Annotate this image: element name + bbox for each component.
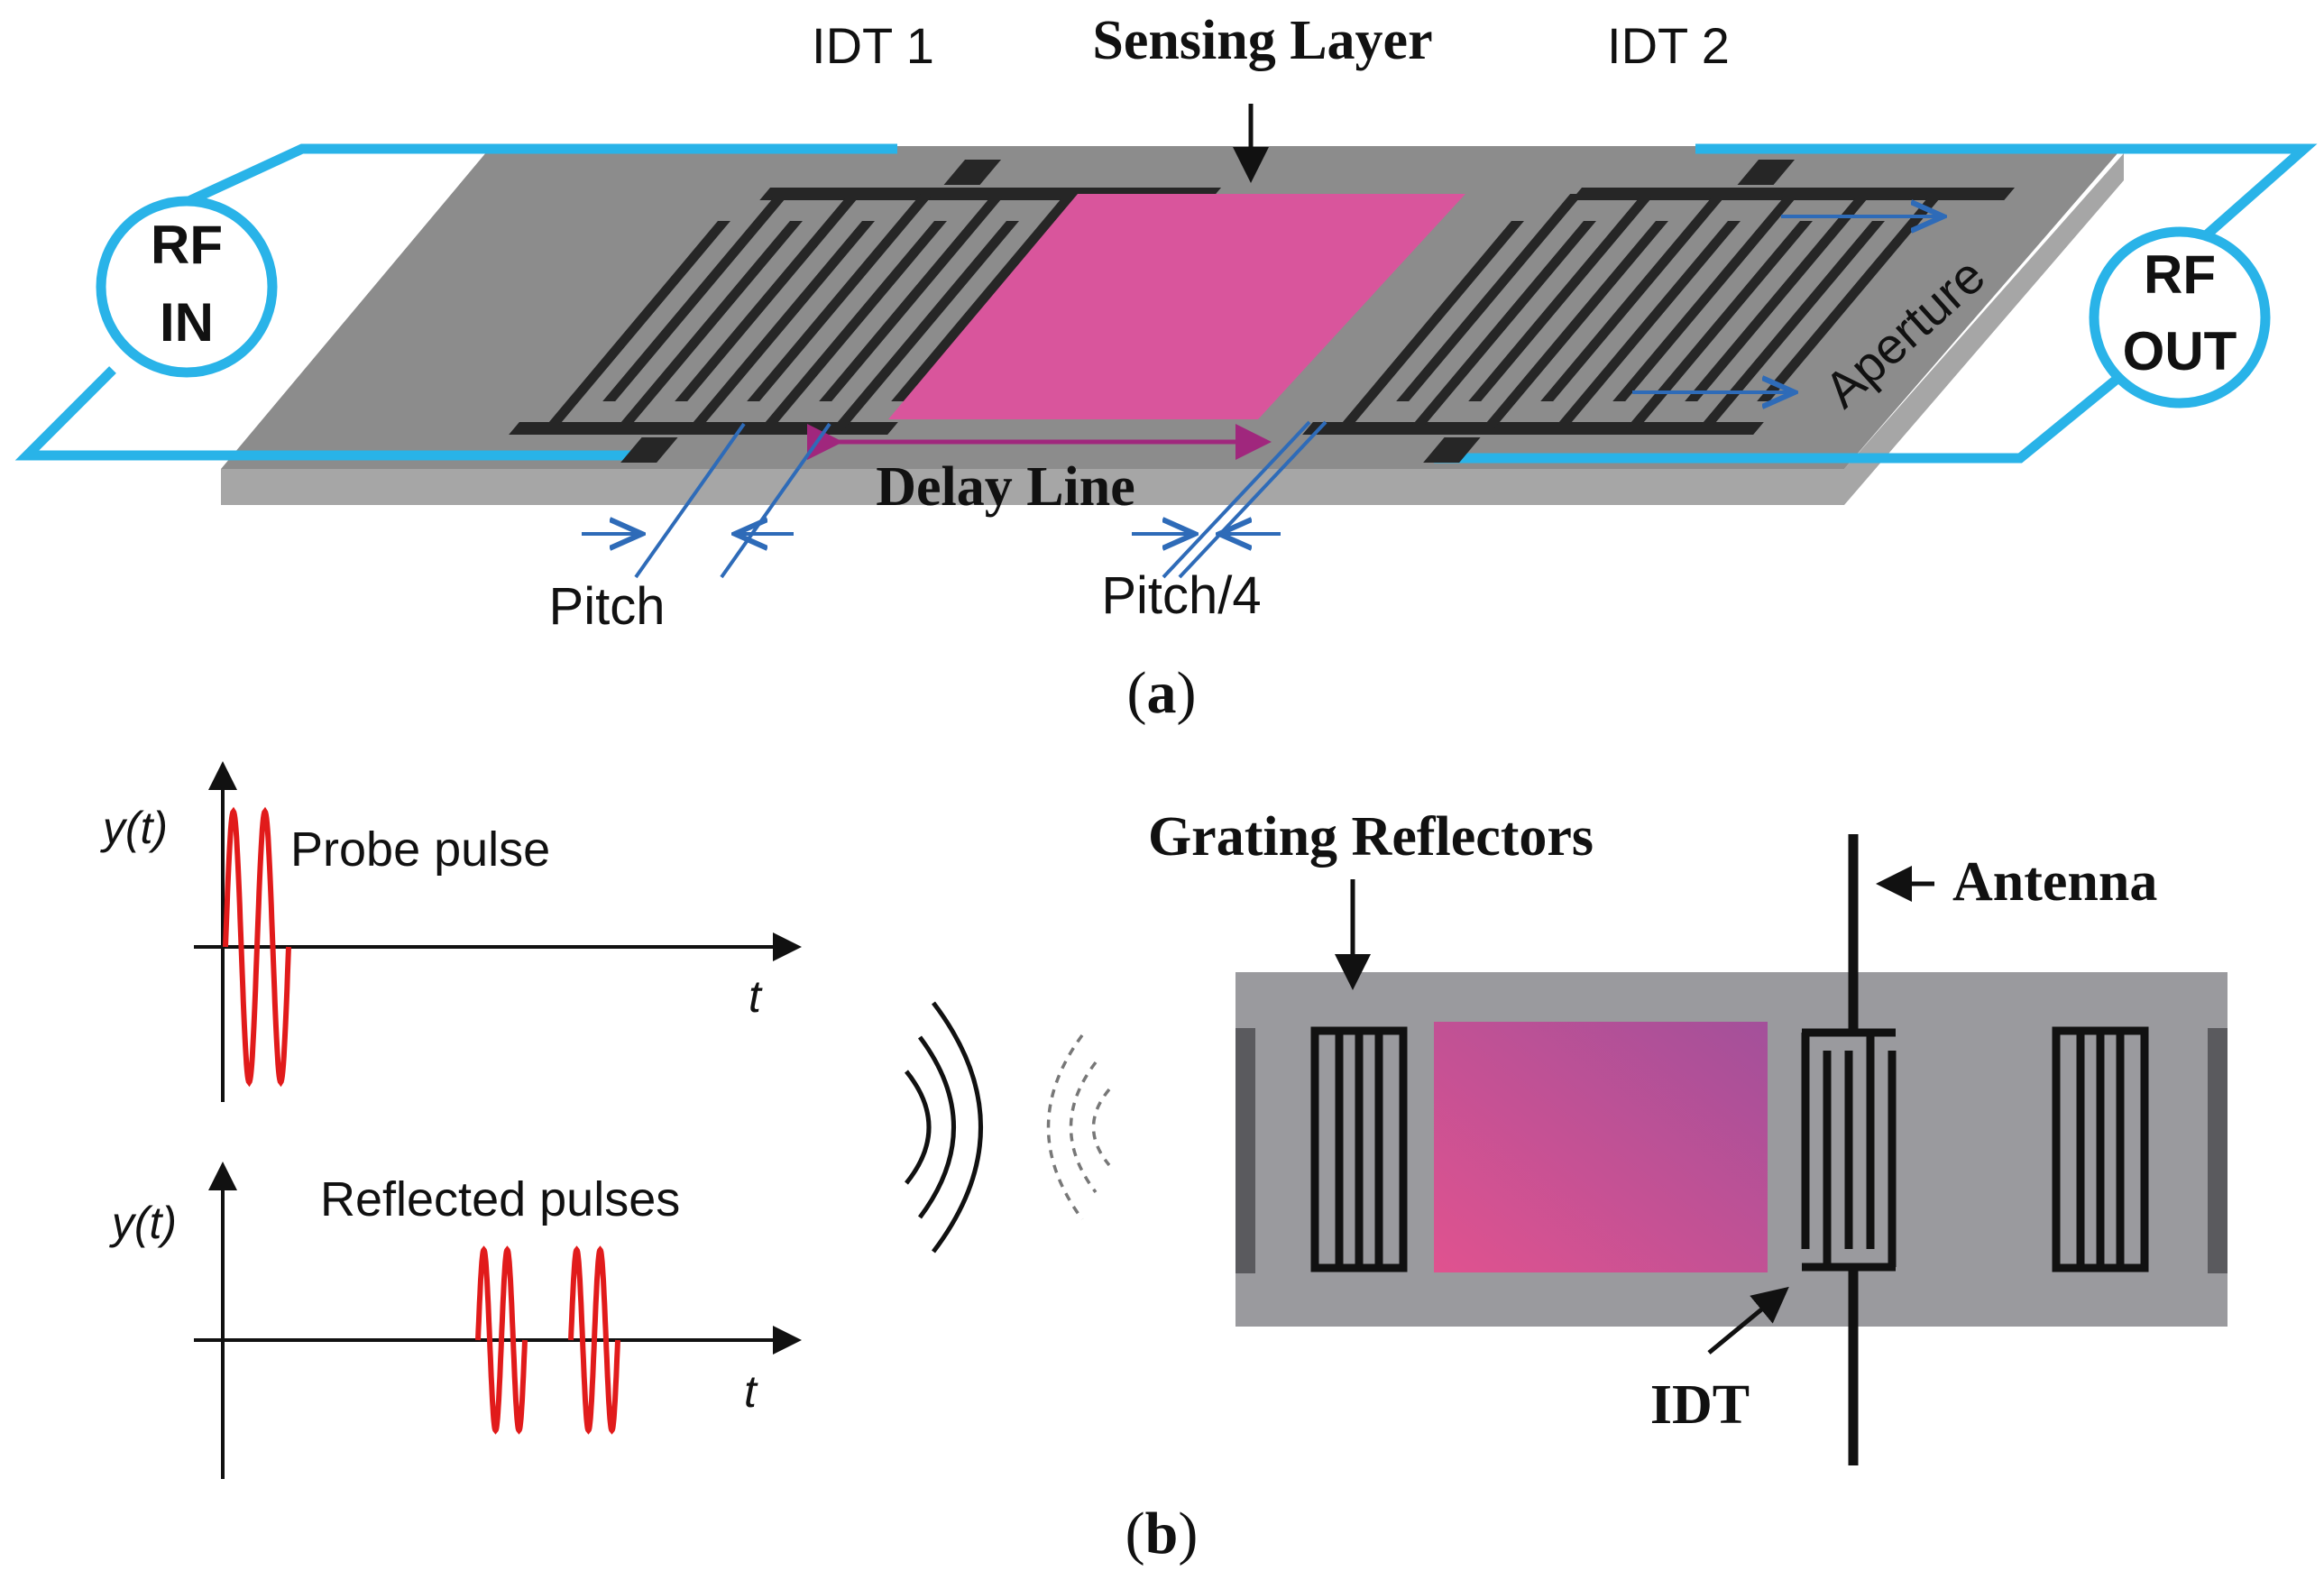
delay-line-label: Delay Line	[876, 456, 1135, 518]
pitch-label: Pitch	[549, 577, 666, 636]
device-edge-left	[1235, 1028, 1255, 1273]
rf-in-label-1: RF	[151, 215, 223, 275]
device-idt	[1801, 1028, 1897, 1272]
rf-in-port: RF IN	[96, 196, 278, 378]
probe-title: Probe pulse	[290, 822, 550, 877]
panel-a-label: (a)	[1127, 660, 1197, 726]
sensing-layer	[888, 194, 1465, 419]
device-edge-right	[2208, 1028, 2228, 1273]
wireless-signal-dashed	[1046, 1033, 1111, 1221]
antenna-label: Antenna	[1952, 851, 2157, 913]
reflected-pulse-wave-1	[475, 1245, 528, 1435]
probe-pulse-plot: y(t) Probe pulse t	[100, 761, 802, 1102]
reflected-ylabel: y(t)	[109, 1198, 177, 1248]
pitch-quarter-label: Pitch/4	[1101, 566, 1261, 625]
panel-b: y(t) Probe pulse t y(t) Reflected pulses…	[100, 761, 2228, 1566]
reflected-pulse-wave-2	[568, 1245, 620, 1435]
reflected-pulses-plot: y(t) Reflected pulses t	[109, 1162, 802, 1479]
reflected-title: Reflected pulses	[320, 1172, 680, 1226]
probe-ylabel: y(t)	[100, 803, 168, 853]
panel-a: RF IN RF OUT	[14, 10, 2318, 726]
rf-out-label-2: OUT	[2123, 321, 2237, 381]
rf-out-label-1: RF	[2144, 244, 2216, 305]
probe-xlabel: t	[749, 971, 763, 1022]
idt-label: IDT	[1650, 1374, 1750, 1436]
panel-b-label: (b)	[1125, 1501, 1199, 1566]
probe-pulse-wave	[223, 806, 291, 1088]
wireless-signal-solid	[905, 1001, 983, 1254]
rf-in-label-2: IN	[160, 292, 214, 353]
idt2-label: IDT 2	[1607, 17, 1730, 74]
pitch-quarter-marker	[1132, 420, 1327, 579]
reflected-xlabel: t	[744, 1366, 758, 1417]
idt2-electrodes	[1302, 160, 2016, 463]
grating-reflectors-label: Grating Reflectors	[1148, 806, 1594, 868]
sensing-layer-label: Sensing Layer	[1092, 10, 1432, 71]
idt-arrow	[1707, 1286, 1789, 1355]
idt1-label: IDT 1	[812, 17, 934, 74]
pitch-marker	[582, 422, 831, 579]
grating-reflector-right	[2052, 1026, 2149, 1272]
grating-reflector-left	[1310, 1026, 1408, 1272]
substrate-side	[221, 153, 2124, 505]
device-sensing-area	[1434, 1022, 1768, 1272]
rf-out-port: RF OUT	[2089, 226, 2271, 409]
